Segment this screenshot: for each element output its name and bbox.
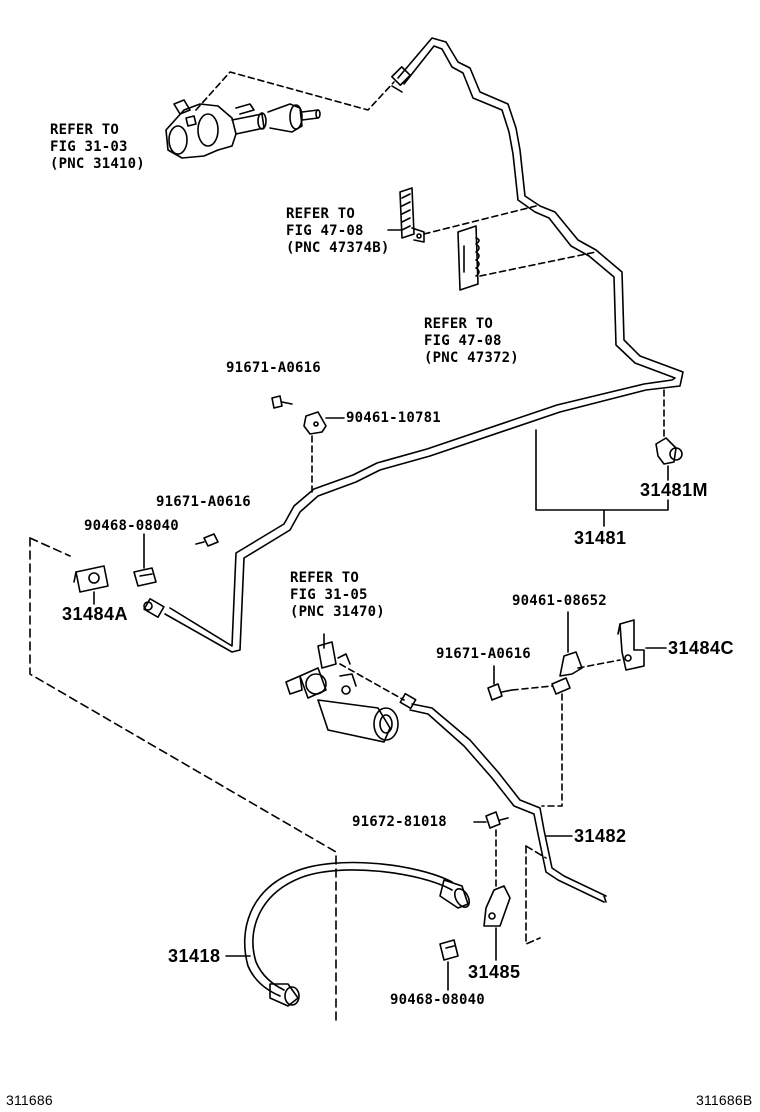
master-cylinder [165,99,321,159]
part-label-91671-top: 91671-A0616 [226,360,321,376]
part-label-91671-mid: 91671-A0616 [156,494,251,510]
clutch-tube-31481 [143,37,684,653]
dashed-bracket-31482-top [525,845,547,859]
dashed-08652-to-31484c [577,659,621,669]
clutch-tube-31482 [399,692,607,903]
bracket-90461-08652 [551,651,583,695]
bolt-91672 [485,811,509,829]
part-label-31481: 31481 [574,528,627,548]
clamp-31481m [655,437,683,465]
part-label-31484a: 31484A [62,604,129,624]
ref-release-cylinder-line2: FIG 31-05 [290,587,368,603]
dashed-08652-right [511,685,553,691]
hose-fitting-upper [439,879,471,909]
tube-flare-nut-left [143,598,165,618]
part-label-91672: 91672-81018 [352,814,447,830]
leader-clamp-47374b [423,205,537,235]
ref-master-cylinder-line1: REFER TO [50,122,120,138]
clip-90468-lower [439,939,459,961]
bracket-31484a [73,565,109,593]
leader-release-cylinder [339,663,405,701]
footer-left-code: 311686 [6,1092,53,1108]
bracket-31485 [483,885,511,927]
part-label-31482: 31482 [574,826,627,846]
dashed-08652-down [541,693,563,807]
ref-clamp-b-line3: (PNC 47374B) [286,240,390,256]
clamp-47374b [399,187,425,243]
dashed-frame-left [29,537,337,1023]
part-label-90468-lower: 90468-08040 [390,992,485,1008]
release-cylinder [285,633,399,743]
part-label-91671-right: 91671-A0616 [436,646,531,662]
leader-clamp-47372 [479,251,597,277]
bracket-31484c [617,619,645,671]
bracket-90461-10781 [303,411,327,435]
ref-clamp-line2: FIG 47-08 [424,333,502,349]
ref-master-cylinder-line3: (PNC 31410) [50,156,145,172]
part-label-31485: 31485 [468,962,521,982]
bolt-91671-right [487,683,513,701]
ref-release-cylinder-line1: REFER TO [290,570,360,586]
part-label-90461-08652: 90461-08652 [512,593,607,609]
ref-clamp-line1: REFER TO [424,316,494,332]
part-label-31481m: 31481M [640,480,709,500]
hose-fitting-lower [269,983,300,1007]
leader-31481 [535,429,669,511]
ref-clamp-b-line2: FIG 47-08 [286,223,364,239]
part-label-31418: 31418 [168,946,221,966]
clamp-47372 [457,225,480,291]
part-label-90468-upper: 90468-08040 [84,518,179,534]
clip-90468-upper [133,567,157,587]
ref-release-cylinder-line3: (PNC 31470) [290,604,385,620]
ref-master-cylinder-line2: FIG 31-03 [50,139,128,155]
tube-flare-nut-top [391,66,411,93]
ref-clamp-line3: (PNC 47372) [424,350,519,366]
footer-right-code: 311686B [696,1092,753,1108]
bolt-91671-mid [195,533,219,547]
part-label-31484c: 31484C [668,638,735,658]
ref-clamp-b-line1: REFER TO [286,206,356,222]
dashed-frame-top [29,537,71,557]
dashed-bracket-31482 [525,845,541,945]
bolt-91671-top [271,395,293,409]
flexible-hose-31418 [243,861,471,1007]
leader-master-cylinder [195,71,395,111]
part-label-90461-10781: 90461-10781 [346,410,441,426]
